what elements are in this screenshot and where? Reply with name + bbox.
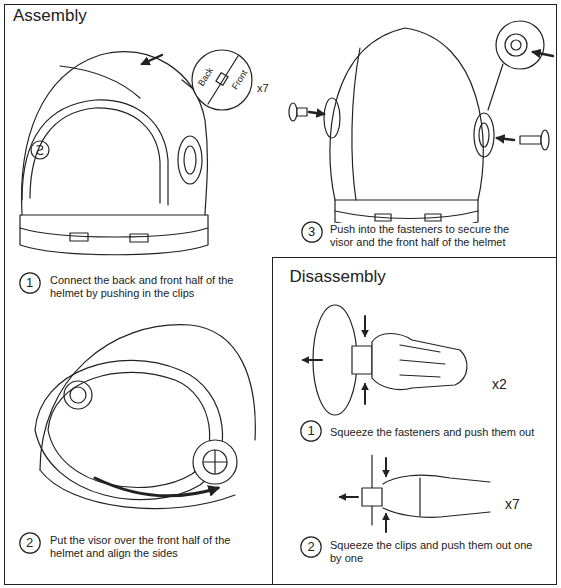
hand-squeezing-clip [385, 458, 387, 476]
instruction-text: Put the visor over the front half of the… [50, 534, 245, 560]
fastener [289, 21, 553, 150]
helmet-with-visor [64, 381, 92, 409]
quantity-label: x7 [257, 82, 269, 95]
hand-squeezing-fastener [364, 384, 366, 404]
line-art [20, 21, 553, 532]
helmet-with-visor [48, 372, 210, 487]
helmet-two-halves [30, 108, 160, 203]
helmet-with-visor [193, 440, 237, 484]
hand-squeezing-fastener [303, 305, 467, 415]
helmet-with-visor [35, 325, 255, 509]
step-number: 2 [19, 532, 41, 554]
helmet-two-halves [130, 234, 148, 242]
step-number-text: 2 [307, 540, 314, 554]
fastener [297, 108, 307, 116]
hand-squeezing-clip [383, 475, 490, 484]
fastener [541, 130, 549, 150]
helmet-two-halves [31, 141, 49, 159]
assembled-helmet [324, 98, 340, 138]
hand-squeezing-fastener [372, 334, 467, 390]
hand-squeezing-clip [340, 455, 490, 532]
hand-squeezing-fastener [303, 359, 322, 361]
assembled-helmet [324, 28, 494, 230]
step-number: 1 [300, 420, 322, 442]
assembled-helmet [425, 214, 441, 221]
step-number-text: 3 [308, 225, 315, 239]
assembled-helmet [352, 48, 360, 200]
assembled-helmet [474, 113, 494, 157]
hand-squeezing-clip [383, 508, 490, 517]
hand-squeezing-fastener [400, 375, 440, 377]
helmet-with-visor [40, 470, 235, 509]
hand-squeezing-clip [419, 478, 420, 516]
fastener [309, 112, 324, 114]
disassembly-panel: Disassembly 1 2 [272, 257, 557, 585]
quantity-label: x2 [492, 376, 507, 393]
helmet-two-halves [70, 233, 88, 241]
helmet-with-visor [203, 450, 227, 474]
step-circle [19, 272, 39, 292]
fastener [520, 136, 541, 144]
helmet-two-halves [20, 228, 208, 237]
helmet-two-halves [20, 215, 208, 255]
helmet-two-halves [37, 146, 43, 155]
fastener [533, 52, 553, 56]
step-circle [301, 221, 321, 241]
step-number: 2 [300, 536, 322, 558]
helmet-two-halves [60, 66, 140, 98]
hand-squeezing-fastener [400, 360, 445, 364]
helmet-two-halves [22, 52, 208, 215]
helmet-with-visor [95, 478, 218, 496]
hand-squeezing-clip [362, 488, 382, 506]
fastener [488, 64, 503, 110]
helmet-two-halves [142, 55, 162, 64]
panel-title: Disassembly [288, 267, 388, 287]
step-circle [301, 537, 321, 557]
step-number: 3 [301, 221, 323, 243]
clip-inset [192, 50, 252, 110]
clip-inset [192, 50, 252, 110]
helmet-two-halves [178, 136, 202, 184]
assembled-helmet [335, 211, 478, 219]
helmet-with-visor [203, 461, 227, 462]
step-number-text: 2 [26, 536, 33, 550]
helmet-two-halves [20, 52, 208, 255]
fastener [289, 103, 297, 121]
instruction-text: Connect the back and front half of the h… [50, 274, 245, 300]
fastener [505, 34, 527, 56]
part-label: Front [230, 68, 250, 92]
panel-title: Assembly [11, 6, 89, 26]
step-circle [301, 421, 321, 441]
instruction-text: Push into the fasteners to secure the vi… [330, 223, 515, 249]
step-number: 1 [19, 272, 41, 294]
fastener [497, 138, 514, 140]
hand-squeezing-fastener [400, 345, 440, 352]
part-label: Back [196, 66, 216, 89]
clip-inset [216, 73, 228, 86]
helmet-two-halves [22, 100, 168, 205]
step-circle [19, 532, 39, 552]
fastener [511, 40, 521, 50]
helmet-with-visor [35, 360, 223, 499]
hand-squeezing-clip [385, 514, 387, 532]
step-number-text: 1 [26, 276, 33, 290]
hand-squeezing-fastener [352, 346, 372, 374]
hand-squeezing-fastener [364, 316, 366, 336]
hand-squeezing-clip [340, 496, 358, 498]
quantity-label: x7 [505, 496, 520, 513]
helmet-with-visor [70, 387, 86, 403]
assembled-helmet [375, 214, 391, 221]
step-number-text: 1 [307, 424, 314, 438]
fastener [496, 21, 544, 69]
assembled-helmet [479, 123, 489, 147]
assembled-helmet [330, 28, 483, 200]
instruction-text: Squeeze the clips and push them out one … [330, 539, 545, 565]
instruction-text: Squeeze the fasteners and push them out [330, 426, 545, 439]
helmet-two-halves [184, 146, 196, 174]
